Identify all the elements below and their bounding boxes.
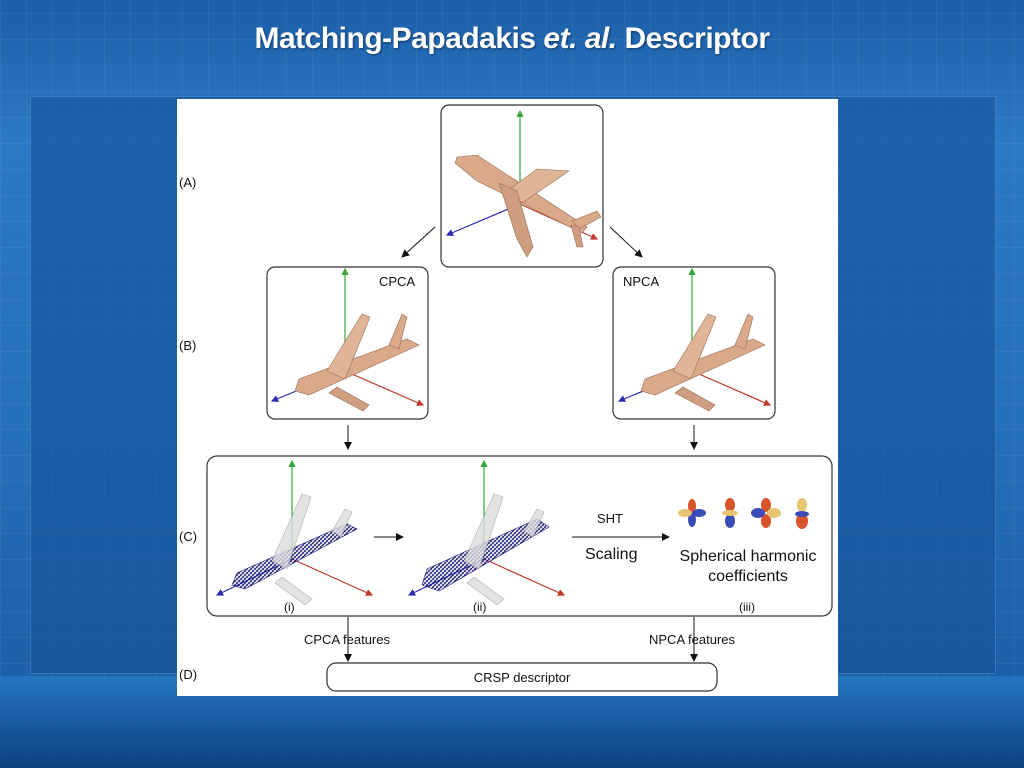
- sub-label-i: (i): [284, 600, 295, 614]
- sht-label: SHT: [597, 511, 623, 526]
- cpca-features-label: CPCA features: [304, 632, 390, 647]
- mesh-airplane-i: [215, 459, 374, 606]
- npca-airplane: [617, 267, 772, 412]
- title-italic: et. al.: [543, 22, 617, 55]
- slide-title: Matching-Papadakis et. al. Descriptor: [0, 22, 1024, 56]
- coeff-line-1: Spherical harmonic: [680, 548, 817, 565]
- arrow-a-to-npca: [609, 226, 643, 258]
- pipeline-figure: (A) (B) (C) (D) CPCA: [177, 99, 838, 696]
- original-airplane: [445, 109, 602, 258]
- cpca-label: CPCA: [379, 274, 415, 289]
- sub-label-ii: (ii): [473, 600, 486, 614]
- crsp-descriptor-box: [326, 662, 718, 692]
- mesh-airplane-ii: [407, 459, 566, 606]
- cpca-airplane: [270, 267, 425, 412]
- row-label-c: (C): [179, 529, 197, 544]
- row-label-d: (D): [179, 667, 197, 682]
- pipeline-diagram: (A) (B) (C) (D) CPCA: [179, 104, 833, 692]
- coeff-line-2: coefficients: [708, 568, 788, 585]
- title-end: Descriptor: [624, 22, 770, 55]
- title-main: Matching-Papadakis: [254, 22, 536, 55]
- spherical-harmonics-icons: [678, 498, 809, 529]
- sub-label-iii: (iii): [739, 600, 755, 614]
- scaling-label: Scaling: [585, 546, 637, 563]
- crsp-descriptor-label: CRSP descriptor: [474, 670, 571, 685]
- row-label-a: (A): [179, 175, 196, 190]
- npca-label: NPCA: [623, 274, 659, 289]
- row-label-b: (B): [179, 338, 196, 353]
- npca-features-label: NPCA features: [649, 632, 735, 647]
- arrow-a-to-cpca: [401, 226, 436, 258]
